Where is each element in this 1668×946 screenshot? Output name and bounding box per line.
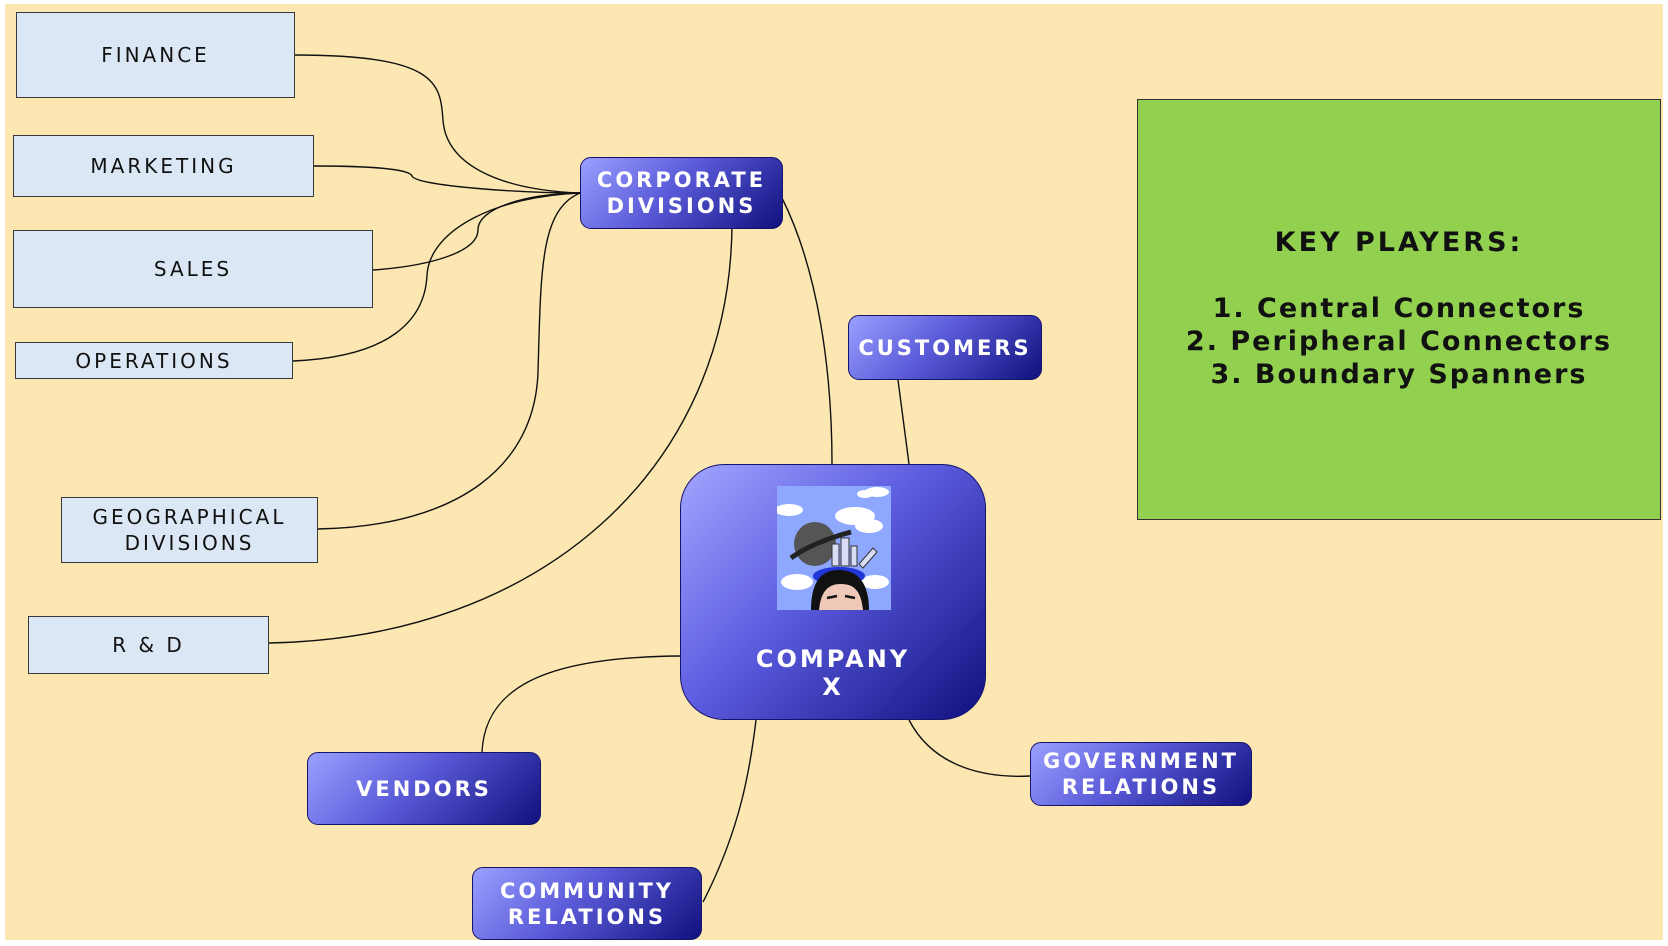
company-x-label: COMPANY X: [755, 645, 911, 701]
sales-box: SALES: [13, 230, 373, 308]
corporate-divisions-label: CORPORATE DIVISIONS: [596, 168, 767, 218]
key-players-list: 1. Central Connectors 2. Peripheral Conn…: [1138, 292, 1660, 391]
geographical-divisions-box: GEOGRAPHICAL DIVISIONS: [61, 497, 318, 563]
key-player-item: 1. Central Connectors: [1212, 293, 1586, 324]
government-relations-node: GOVERNMENT RELATIONS: [1030, 742, 1252, 806]
company-x-node: COMPANY X: [680, 464, 986, 720]
link-operations-corporate: [292, 192, 581, 362]
link-corporate-company: [781, 197, 833, 465]
link-rd-corporate: [268, 224, 733, 644]
customers-node: CUSTOMERS: [848, 315, 1042, 380]
link-customers-company: [897, 379, 910, 465]
finance-label: FINANCE: [101, 43, 210, 67]
link-community-company: [702, 719, 757, 903]
link-government-company: [908, 719, 1031, 777]
key-player-item: 3. Boundary Spanners: [1210, 359, 1588, 390]
government-relations-label: GOVERNMENT RELATIONS: [1042, 749, 1239, 799]
marketing-label: MARKETING: [90, 154, 237, 178]
link-finance-corporate: [294, 54, 581, 194]
key-players-title: KEY PLAYERS:: [1274, 227, 1524, 258]
operations-box: OPERATIONS: [15, 342, 293, 379]
businessman-head-icon: [777, 486, 891, 610]
link-marketing-corporate: [313, 165, 581, 194]
sales-label: SALES: [153, 257, 233, 281]
vendors-label: VENDORS: [356, 776, 492, 801]
key-player-item: 2. Peripheral Connectors: [1185, 326, 1613, 357]
finance-box: FINANCE: [16, 12, 295, 98]
corporate-divisions-node: CORPORATE DIVISIONS: [580, 157, 783, 229]
community-relations-label: COMMUNITY RELATIONS: [499, 878, 675, 929]
geographical-divisions-label: GEOGRAPHICAL DIVISIONS: [92, 505, 287, 555]
rd-label: R & D: [112, 633, 185, 657]
vendors-node: VENDORS: [307, 752, 541, 825]
link-geographical-corporate: [317, 192, 581, 530]
link-vendors-company: [481, 655, 681, 753]
operations-label: OPERATIONS: [75, 348, 233, 373]
community-relations-node: COMMUNITY RELATIONS: [472, 867, 702, 940]
rd-box: R & D: [28, 616, 269, 674]
customers-label: CUSTOMERS: [858, 335, 1032, 360]
key-players-panel: KEY PLAYERS: 1. Central Connectors 2. Pe…: [1137, 99, 1661, 520]
marketing-box: MARKETING: [13, 135, 314, 197]
